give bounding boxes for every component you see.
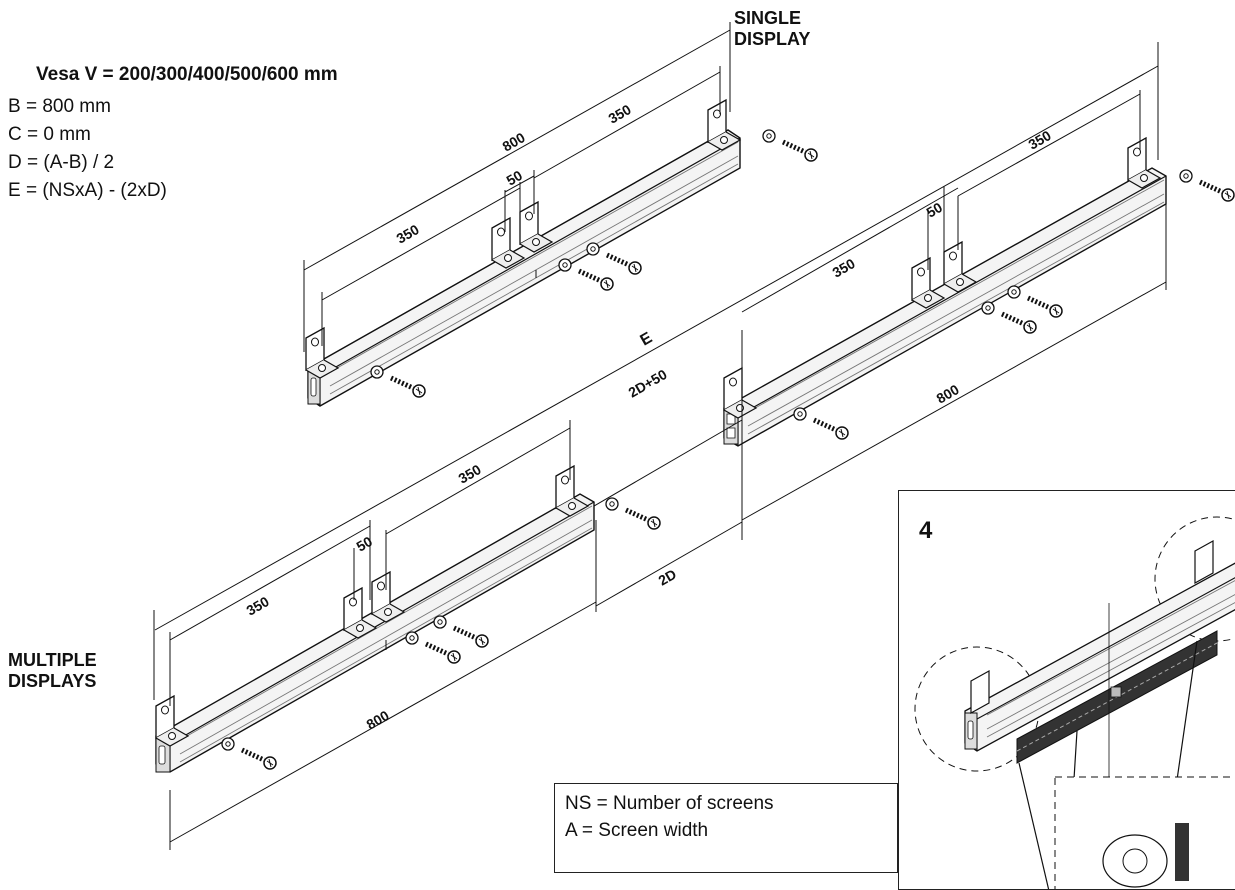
dim-multi-left-800: 800 [364,707,392,733]
single-label-line2: DISPLAY [734,28,811,49]
dim-multi-E: E [638,329,656,349]
vesa-spec-title: Vesa V = 200/300/400/500/600 mm [36,64,338,85]
multiple-displays-label: MULTIPLE DISPLAYS [8,650,97,691]
single-display-rail [305,99,817,407]
detail-illustration [914,516,1235,889]
dim-multi-right-800: 800 [934,381,962,407]
dim-multi-right-50: 50 [924,199,946,221]
dim-single-350-right: 350 [606,101,634,127]
multi-right-dimension-lines [154,42,1167,631]
legend-a: A = Screen width [565,820,709,841]
multi-label-line2: DISPLAYS [8,670,97,691]
dim-single-800: 800 [500,129,528,155]
dim-multi-2D: 2D [656,566,680,589]
dim-multi-2D50: 2D+50 [626,366,670,401]
spec-line-b: B = 800 mm [8,96,111,117]
step-number: 4 [919,517,933,544]
single-label-line1: SINGLE [734,8,802,28]
single-dimension-lines [303,22,731,352]
dim-multi-right-350b: 350 [1026,127,1054,153]
legend-box: NS = Number of screens A = Screen width [554,783,898,873]
spec-line-d: D = (A-B) / 2 [8,152,115,173]
multi-left-rail [155,465,660,773]
mounting-rail-diagram: 800 350 350 50 350 50 350 800 E 2D+50 [153,22,1235,850]
multi-label-line1: MULTIPLE [8,650,97,670]
spec-line-e: E = (NSxA) - (2xD) [8,180,167,201]
multi-left-dimension-lines [153,420,743,850]
dim-multi-left-350b: 350 [456,461,484,487]
spec-line-c: C = 0 mm [8,124,91,145]
dim-single-350-left: 350 [394,221,422,247]
legend-ns: NS = Number of screens [565,793,774,814]
single-display-label: SINGLE DISPLAY [734,8,810,49]
dim-single-50: 50 [504,167,526,189]
dim-multi-left-350a: 350 [244,593,272,619]
detail-inset-step-4: 4 [898,490,1235,890]
dim-multi-left-50: 50 [354,533,376,555]
